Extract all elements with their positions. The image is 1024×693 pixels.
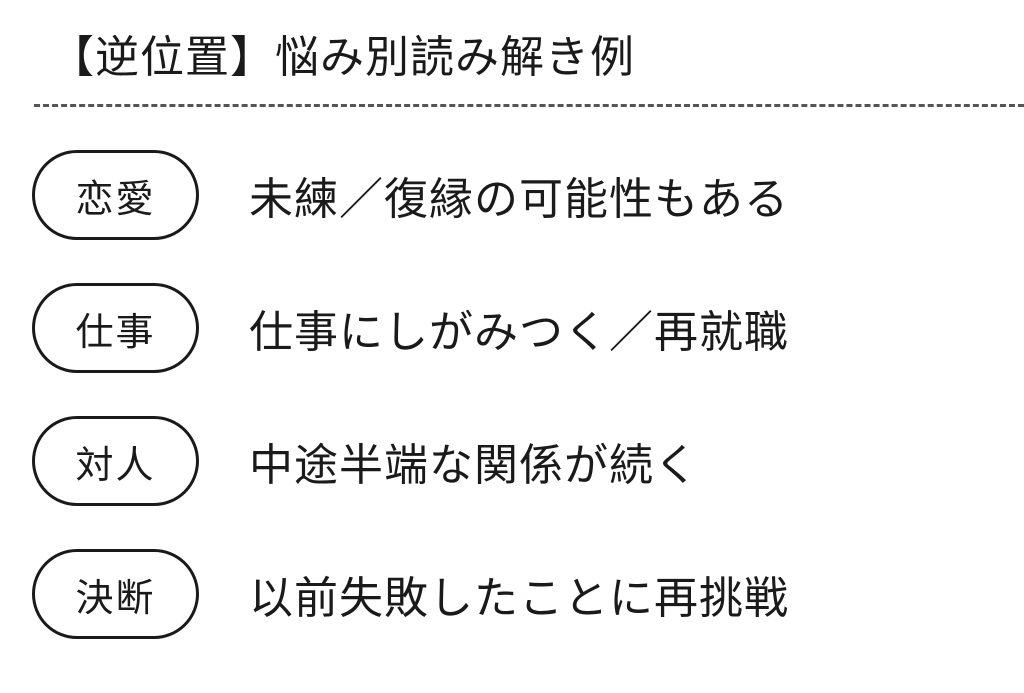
reading-list: 恋愛 未練／復縁の可能性もある 仕事 仕事にしがみつく／再就職 対人 中途半端な…: [32, 150, 1012, 639]
category-badge-love: 恋愛: [32, 150, 199, 240]
item-description-work: 仕事にしがみつく／再就職: [249, 307, 789, 358]
category-badge-decision: 決断: [32, 549, 199, 639]
list-item-decision: 決断 以前失敗したことに再挑戦: [32, 549, 1012, 639]
item-description-decision: 以前失敗したことに再挑戦: [249, 573, 789, 624]
list-item-relationships: 対人 中途半端な関係が続く: [32, 416, 1012, 506]
list-item-work: 仕事 仕事にしがみつく／再就職: [32, 283, 1012, 373]
item-description-love: 未練／復縁の可能性もある: [249, 174, 789, 225]
page-title: 【逆位置】悩み別読み解き例: [50, 32, 635, 83]
category-badge-relationships: 対人: [32, 416, 199, 506]
dashed-divider: [34, 104, 1024, 107]
item-description-relationships: 中途半端な関係が続く: [249, 440, 699, 491]
category-badge-work: 仕事: [32, 283, 199, 373]
list-item-love: 恋愛 未練／復縁の可能性もある: [32, 150, 1012, 240]
